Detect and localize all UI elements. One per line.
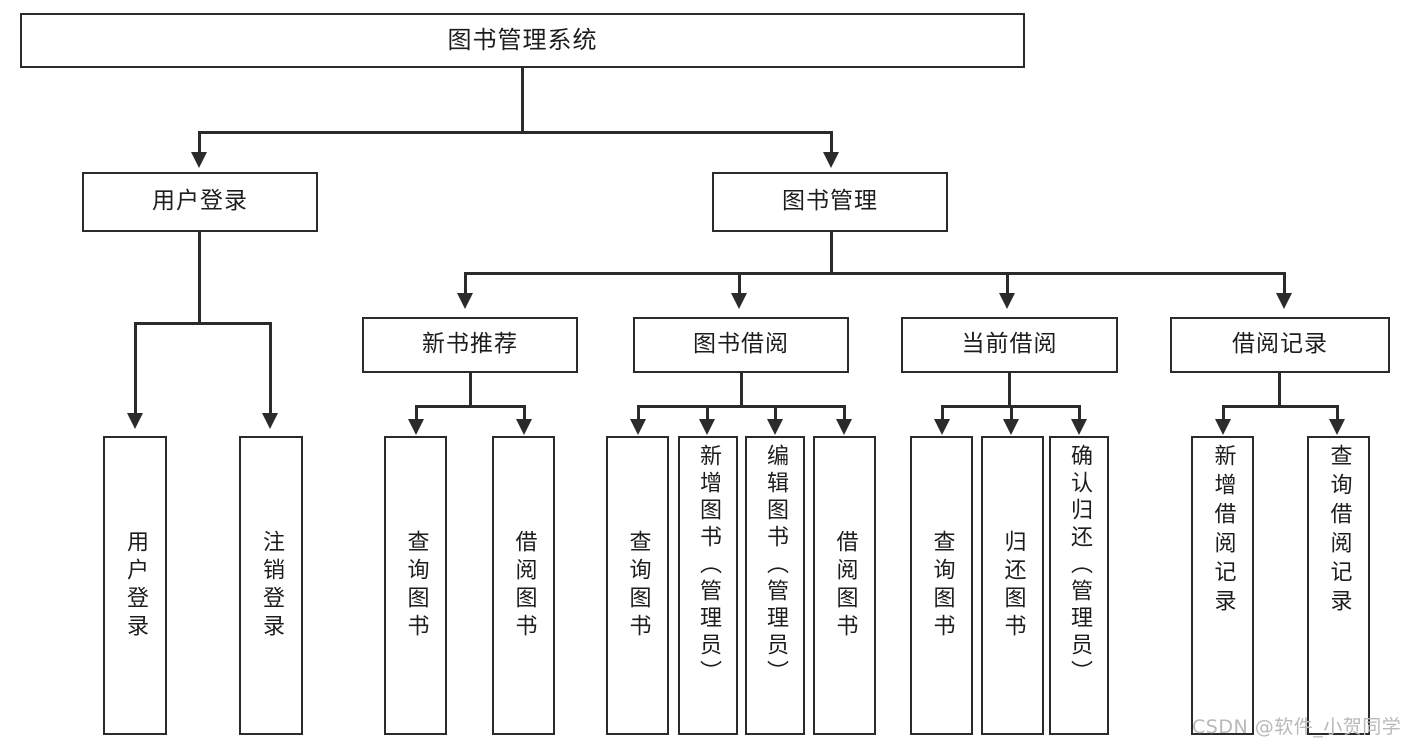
connector-root-bus: [198, 131, 833, 134]
arrow-to-leaf-query-book-3: [934, 419, 950, 435]
leaf-add-record-label: 新增借阅记录: [1210, 444, 1236, 618]
connector-root-drop-2: [830, 131, 833, 154]
leaf-borrow-book-2[interactable]: 借阅图书: [813, 436, 876, 735]
connector-cb-drop-2: [1010, 405, 1013, 420]
node-new-book-label: 新书推荐: [422, 331, 518, 358]
connector-current-borrow-stem: [1008, 373, 1011, 407]
connector-new-book-bus: [415, 405, 525, 408]
leaf-borrow-book-1-label: 借阅图书: [511, 529, 537, 642]
connector-cb-drop-3: [1078, 405, 1081, 420]
connector-bm-drop-2: [738, 272, 741, 295]
leaf-return-book[interactable]: 归还图书: [981, 436, 1044, 735]
arrow-to-leaf-borrow-book-2: [836, 419, 852, 435]
arrow-to-leaf-return-book: [1003, 419, 1019, 435]
leaf-confirm-return-label: 确认归还（管理员）: [1067, 444, 1092, 687]
connector-user-login-bus: [134, 322, 271, 325]
connector-book-manage-bus: [464, 272, 1286, 275]
node-book-manage-label: 图书管理: [782, 188, 878, 215]
node-current-borrow[interactable]: 当前借阅: [901, 317, 1118, 373]
connector-nb-drop-1: [415, 405, 418, 420]
connector-root-stem: [521, 68, 524, 132]
connector-borrow-record-bus: [1222, 405, 1338, 408]
arrow-to-leaf-user-login: [127, 413, 143, 429]
connector-user-login-drop-1: [134, 322, 137, 415]
connector-borrow-book-bus: [637, 405, 844, 408]
arrow-to-user-login: [191, 152, 207, 168]
arrow-to-leaf-query-book-1: [408, 419, 424, 435]
connector-bm-drop-4: [1283, 272, 1286, 295]
arrow-to-book-manage: [823, 152, 839, 168]
connector-bb-drop-3: [774, 405, 777, 420]
leaf-query-book-1-label: 查询图书: [403, 529, 429, 642]
leaf-user-login-label: 用户登录: [123, 529, 148, 642]
node-root-label: 图书管理系统: [447, 26, 598, 55]
node-borrow-record-label: 借阅记录: [1232, 331, 1328, 358]
connector-nb-drop-2: [523, 405, 526, 420]
leaf-query-book-2[interactable]: 查询图书: [606, 436, 669, 735]
connector-book-manage-stem: [830, 232, 833, 274]
leaf-logout[interactable]: 注销登录: [239, 436, 303, 735]
leaf-query-record[interactable]: 查询借阅记录: [1307, 436, 1370, 735]
leaf-edit-book[interactable]: 编辑图书（管理员）: [745, 436, 805, 735]
arrow-to-borrow-record: [1276, 293, 1292, 309]
arrow-to-borrow-book: [731, 293, 747, 309]
connector-borrow-book-stem: [740, 373, 743, 407]
leaf-user-login[interactable]: 用户登录: [103, 436, 167, 735]
leaf-return-book-label: 归还图书: [1000, 529, 1026, 642]
leaf-borrow-book-2-label: 借阅图书: [832, 529, 858, 642]
node-user-login-label: 用户登录: [152, 188, 248, 215]
node-borrow-book-label: 图书借阅: [693, 331, 789, 358]
arrow-to-leaf-confirm-return: [1071, 419, 1087, 435]
connector-bm-drop-3: [1006, 272, 1009, 295]
leaf-logout-label: 注销登录: [259, 529, 284, 642]
connector-bb-drop-4: [843, 405, 846, 420]
node-borrow-record[interactable]: 借阅记录: [1170, 317, 1390, 373]
node-user-login[interactable]: 用户登录: [82, 172, 318, 232]
arrow-to-leaf-add-record: [1215, 419, 1231, 435]
leaf-query-book-3[interactable]: 查询图书: [910, 436, 973, 735]
arrow-to-leaf-edit-book: [767, 419, 783, 435]
leaf-query-book-1[interactable]: 查询图书: [384, 436, 447, 735]
connector-new-book-stem: [469, 373, 472, 407]
connector-user-login-stem: [198, 232, 201, 324]
node-new-book[interactable]: 新书推荐: [362, 317, 578, 373]
arrow-to-leaf-query-record: [1329, 419, 1345, 435]
arrow-to-current-borrow: [999, 293, 1015, 309]
connector-cb-drop-1: [941, 405, 944, 420]
arrow-to-leaf-borrow-book-1: [516, 419, 532, 435]
leaf-edit-book-label: 编辑图书（管理员）: [763, 444, 788, 687]
arrow-to-new-book: [457, 293, 473, 309]
node-borrow-book[interactable]: 图书借阅: [633, 317, 849, 373]
connector-bb-drop-2: [706, 405, 709, 420]
leaf-add-book[interactable]: 新增图书（管理员）: [678, 436, 738, 735]
connector-br-drop-2: [1336, 405, 1339, 420]
connector-root-drop-1: [198, 131, 201, 154]
leaf-query-book-3-label: 查询图书: [929, 529, 955, 642]
connector-borrow-record-stem: [1278, 373, 1281, 407]
leaf-confirm-return[interactable]: 确认归还（管理员）: [1049, 436, 1109, 735]
arrow-to-leaf-logout: [262, 413, 278, 429]
leaf-query-record-label: 查询借阅记录: [1326, 444, 1352, 618]
leaf-query-book-2-label: 查询图书: [625, 529, 651, 642]
csdn-watermark: CSDN @软件_小贺同学: [1192, 716, 1402, 738]
node-current-borrow-label: 当前借阅: [961, 331, 1058, 358]
connector-bb-drop-1: [637, 405, 640, 420]
arrow-to-leaf-query-book-2: [630, 419, 646, 435]
leaf-add-record[interactable]: 新增借阅记录: [1191, 436, 1254, 735]
node-book-manage[interactable]: 图书管理: [712, 172, 948, 232]
leaf-add-book-label: 新增图书（管理员）: [696, 444, 721, 687]
connector-br-drop-1: [1222, 405, 1225, 420]
node-root[interactable]: 图书管理系统: [20, 13, 1025, 68]
arrow-to-leaf-add-book: [699, 419, 715, 435]
leaf-borrow-book-1[interactable]: 借阅图书: [492, 436, 555, 735]
connector-user-login-drop-2: [269, 322, 272, 415]
connector-bm-drop-1: [464, 272, 467, 295]
